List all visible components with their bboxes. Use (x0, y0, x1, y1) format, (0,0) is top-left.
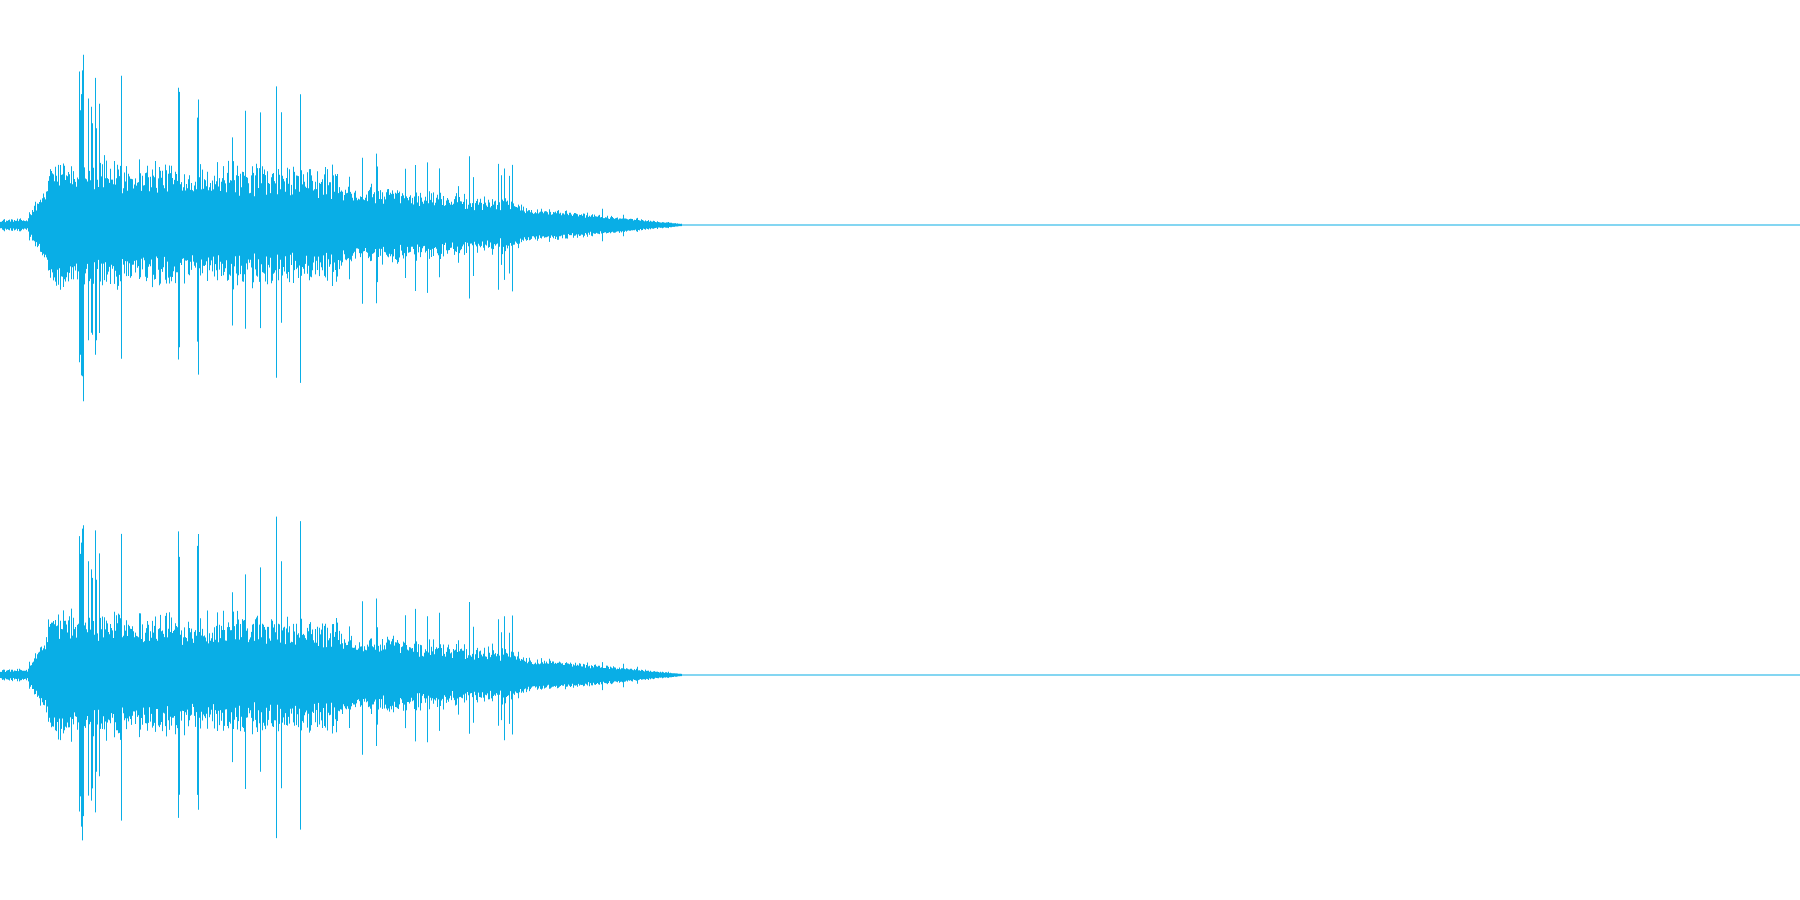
waveform-signal (0, 54, 687, 402)
waveform-channel-1 (0, 54, 1800, 402)
waveform-channel-2 (0, 516, 1800, 841)
waveform-signal (0, 516, 687, 841)
